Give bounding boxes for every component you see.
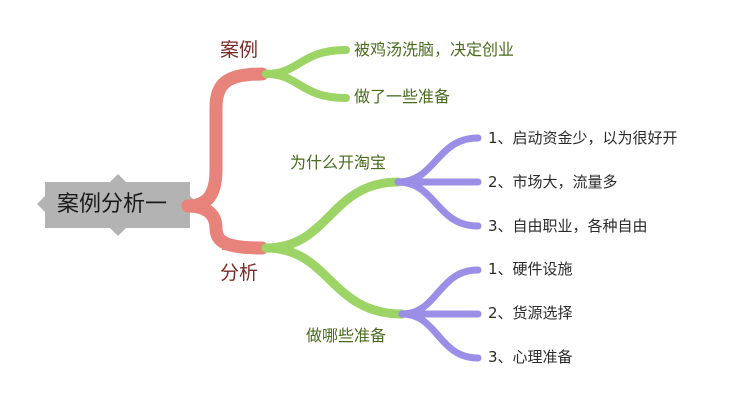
subtopic-case-1[interactable]: 被鸡汤洗脑，决定创业 [354,40,515,59]
prep-item-1[interactable]: 1、硬件设施 [488,260,573,278]
branch-case-to-item2 [262,70,350,102]
topic-analysis[interactable]: 分析 [220,262,259,284]
reason-item-1[interactable]: 1、启动资金少，以为很好开 [488,129,678,147]
reason-item-2[interactable]: 2、市场大，流量多 [488,173,618,191]
subtopic-case-2[interactable]: 做了一些准备 [354,87,451,106]
branch-why-to-reason1 [394,134,482,186]
subtopic-why-taobao[interactable]: 为什么开淘宝 [290,153,387,172]
branch-prep-to-item1 [398,266,482,318]
branch-root-to-case [181,67,269,213]
branch-prep-to-item3 [398,310,482,362]
root-node-shape[interactable] [37,174,198,236]
topic-case[interactable]: 案例 [220,39,259,61]
subtopic-preparation[interactable]: 做哪些准备 [306,326,387,345]
prep-item-3[interactable]: 3、心理准备 [488,348,573,366]
branch-analysis-to-why [261,177,403,253]
branch-analysis-to-prep [261,243,407,319]
branch-why-to-reason3 [394,178,482,230]
branch-root-to-analysis [181,199,269,255]
root-node-label[interactable]: 案例分析一 [57,192,168,217]
reason-item-3[interactable]: 3、自由职业，各种自由 [488,217,648,235]
prep-item-2[interactable]: 2、货源选择 [488,304,573,322]
branch-case-to-item1 [262,46,350,78]
